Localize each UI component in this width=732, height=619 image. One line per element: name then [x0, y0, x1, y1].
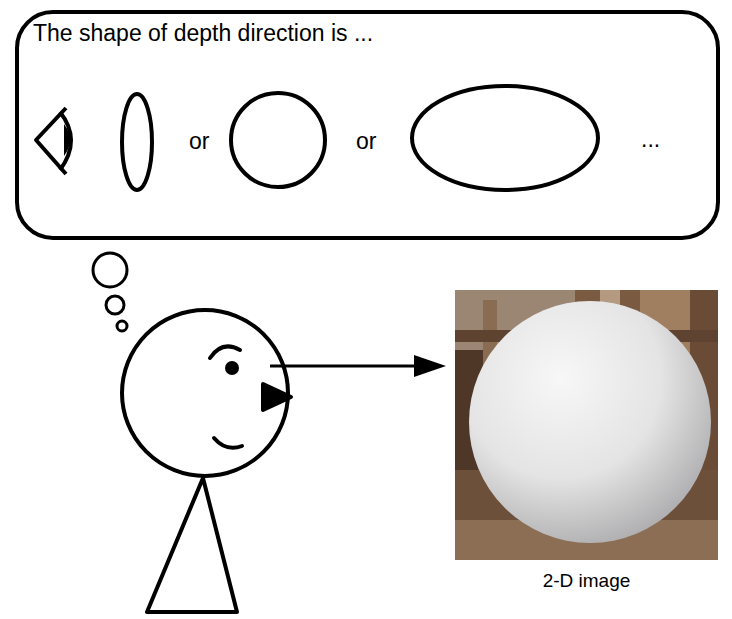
image-caption: 2-D image: [543, 570, 631, 592]
prompt-text: The shape of depth direction is ...: [33, 20, 373, 46]
view-arrow: [270, 355, 446, 377]
eye-icon: [36, 108, 71, 174]
narrow-ellipse: [122, 94, 152, 190]
ellipsis-text: ...: [641, 126, 660, 152]
or-text: or: [189, 128, 209, 154]
thought-dots: [93, 253, 127, 331]
sphere-photo: [455, 290, 718, 560]
stick-figure: [122, 310, 291, 612]
thought-bubble: The shape of depth direction is ... or or.…: [15, 10, 720, 240]
or-text: or: [356, 128, 376, 154]
wide-ellipse: [412, 86, 598, 190]
image-panel: 2-D image: [455, 290, 718, 602]
circle-shape: [231, 93, 325, 187]
